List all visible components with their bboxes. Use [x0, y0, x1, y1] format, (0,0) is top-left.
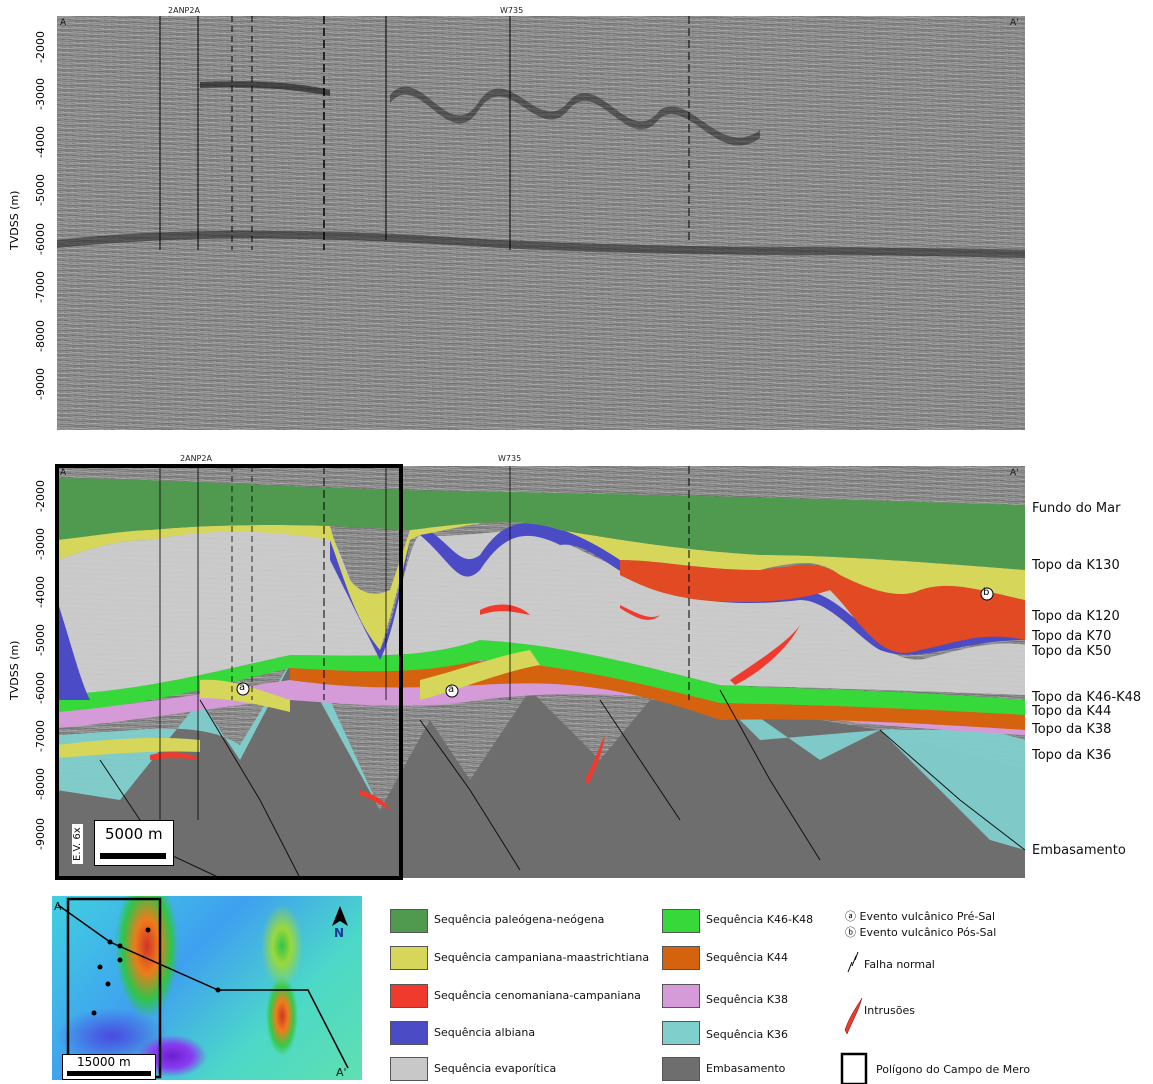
top-y-tick: -4000 — [34, 126, 47, 158]
bottom-y-tick: -6000 — [34, 672, 47, 704]
legend-fault-label: Falha normal — [864, 958, 935, 971]
top-well-2anp2a: 2ANP2A — [168, 6, 200, 15]
top-y-tick: -3000 — [34, 78, 47, 110]
legend-volcanic-pre: ⓐ Evento vulcânico Pré-Sal — [845, 910, 996, 923]
horizon-k36: Topo da K36 — [1032, 748, 1112, 763]
bottom-y-tick: -5000 — [34, 624, 47, 656]
legend-swatch-k46-k48 — [662, 909, 700, 933]
legend-label-paleogene: Sequência paleógena-neógena — [434, 913, 605, 926]
horizon-k120: Topo da K120 — [1032, 609, 1120, 624]
ev-label: E.V. 6x — [72, 824, 83, 864]
legend-label-evaporitica: Sequência evaporítica — [434, 1062, 557, 1075]
bottom-scale-text: 5000 m — [105, 825, 163, 843]
horizon-k70: Topo da K70 — [1032, 629, 1112, 644]
top-y-tick: -9000 — [34, 368, 47, 400]
legend-swatch-campaniana — [390, 946, 428, 970]
bottom-corner-right: A' — [1010, 468, 1019, 478]
volcanic-marker-b: b — [983, 587, 990, 598]
bottom-interpreted-section — [57, 466, 1025, 878]
legend-swatch-albiana — [390, 1021, 428, 1045]
legend-swatch-cenomaniana — [390, 984, 428, 1008]
top-y-tick: -2000 — [34, 31, 47, 63]
horizon-k44: Topo da K44 — [1032, 704, 1112, 719]
legend-swatch-k44 — [662, 946, 700, 970]
top-seismic-section — [57, 16, 1025, 430]
legend-swatch-embasamento — [662, 1057, 700, 1081]
horizon-k38: Topo da K38 — [1032, 722, 1112, 737]
legend-label-k36: Sequência K36 — [706, 1028, 788, 1041]
map-corner-left: A — [54, 900, 62, 913]
bottom-y-axis-label: TVDSS (m) — [8, 640, 21, 700]
horizon-embasamento: Embasamento — [1032, 843, 1126, 858]
bottom-corner-left: A — [60, 468, 67, 478]
legend-polygon-label: Polígono do Campo de Mero — [876, 1063, 1031, 1076]
top-corner-left: A — [60, 18, 67, 28]
legend-label-campaniana: Sequência campaniana-maastrichtiana — [434, 951, 650, 964]
legend-swatch-paleogene — [390, 909, 428, 933]
top-well-w735: W735 — [500, 6, 524, 15]
bottom-y-tick: -4000 — [34, 576, 47, 608]
top-y-axis-label: TVDSS (m) — [8, 190, 21, 250]
legend-volcanic-pos: ⓑ Evento vulcânico Pós-Sal — [845, 926, 997, 939]
volcanic-marker-a1: a — [239, 682, 246, 693]
bottom-well-w735: W735 — [498, 454, 522, 463]
bottom-scale-bar: 5000 m — [94, 820, 174, 866]
bottom-y-tick: -2000 — [34, 480, 47, 512]
horizon-k130: Topo da K130 — [1032, 558, 1120, 573]
horizon-k50: Topo da K50 — [1032, 644, 1112, 659]
intrusion-icon — [844, 997, 863, 1035]
bottom-well-2anp2a: 2ANP2A — [180, 454, 212, 463]
map-corner-right: A' — [336, 1066, 347, 1079]
bottom-y-tick: -8000 — [34, 768, 47, 800]
legend-label-albiana: Sequência albiana — [434, 1026, 536, 1039]
legend-label-k46-k48: Sequência K46-K48 — [706, 913, 814, 926]
legend-intrusions-label: Intrusões — [864, 1004, 915, 1017]
horizon-fundo-do-mar: Fundo do Mar — [1032, 501, 1121, 516]
bottom-scale-line — [100, 853, 166, 859]
top-y-tick: -7000 — [34, 271, 47, 303]
legend-swatch-evaporitica — [390, 1057, 428, 1081]
map-scale-bar: 15000 m — [62, 1054, 156, 1080]
top-y-tick: -6000 — [34, 223, 47, 255]
location-map — [52, 896, 362, 1080]
bottom-y-tick: -3000 — [34, 528, 47, 560]
bottom-y-tick: -7000 — [34, 720, 47, 752]
top-y-tick: -8000 — [34, 320, 47, 352]
horizon-k46-k48: Topo da K46-K48 — [1032, 690, 1142, 705]
map-scale-text: 15000 m — [77, 1055, 131, 1069]
legend-label-embasamento: Embasamento — [706, 1062, 786, 1075]
top-corner-right: A' — [1010, 18, 1019, 28]
polygon-icon — [840, 1052, 868, 1084]
legend-label-k44: Sequência K44 — [706, 951, 788, 964]
legend-label-cenomaniana: Sequência cenomaniana-campaniana — [434, 989, 641, 1002]
map-scale-line — [67, 1071, 151, 1076]
north-arrow-label: N — [334, 926, 345, 940]
legend-swatch-k38 — [662, 984, 700, 1008]
legend-label-k38: Sequência K38 — [706, 993, 788, 1006]
fault-icon — [847, 951, 859, 973]
bottom-y-tick: -9000 — [34, 818, 47, 850]
top-y-tick: -5000 — [34, 174, 47, 206]
legend-swatch-k36 — [662, 1021, 700, 1045]
volcanic-marker-a2: a — [448, 684, 455, 695]
